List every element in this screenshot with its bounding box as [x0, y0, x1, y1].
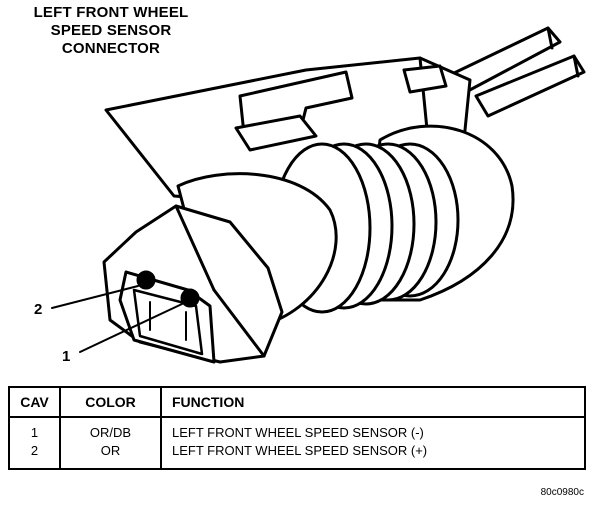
table-header-row: CAV COLOR FUNCTION	[9, 387, 585, 418]
header-color: COLOR	[59, 387, 161, 418]
cavity-table: CAV COLOR FUNCTION 1 OR/DB LEFT FRONT WH…	[8, 386, 586, 470]
wire-harness	[450, 26, 586, 118]
header-function: FUNCTION	[160, 387, 585, 418]
leader-line-2	[51, 285, 139, 309]
cell-function: LEFT FRONT WHEEL SPEED SENSOR (+)	[160, 442, 585, 469]
terminal-cavity-1	[180, 288, 200, 308]
header-cav: CAV	[9, 387, 60, 418]
terminal-cavity-2	[136, 270, 156, 290]
front-edge-line	[174, 204, 216, 292]
title-line-2: SPEED SENSOR	[50, 22, 172, 39]
cell-color: OR	[59, 442, 161, 469]
cell-color: OR/DB	[59, 417, 161, 442]
title-line-3: CONNECTOR	[61, 40, 161, 57]
pin-label-1: 1	[62, 348, 71, 365]
front-lower-edge	[212, 288, 266, 358]
diagram-title: LEFT FRONT WHEEL SPEED SENSOR CONNECTOR	[4, 4, 218, 58]
title-line-1: LEFT FRONT WHEEL	[33, 4, 189, 21]
cell-cav: 2	[30, 443, 39, 458]
table-row: 2 OR LEFT FRONT WHEEL SPEED SENSOR (+)	[9, 442, 585, 469]
table-row: 1 OR/DB LEFT FRONT WHEEL SPEED SENSOR (-…	[9, 417, 585, 442]
connector-illustration	[51, 26, 586, 364]
cell-cav: 1	[30, 425, 39, 440]
pin-label-2: 2	[34, 301, 43, 318]
figure-code: 80c0980c	[540, 487, 584, 498]
leader-line-1	[79, 303, 183, 353]
cell-function: LEFT FRONT WHEEL SPEED SENSOR (-)	[160, 417, 585, 442]
